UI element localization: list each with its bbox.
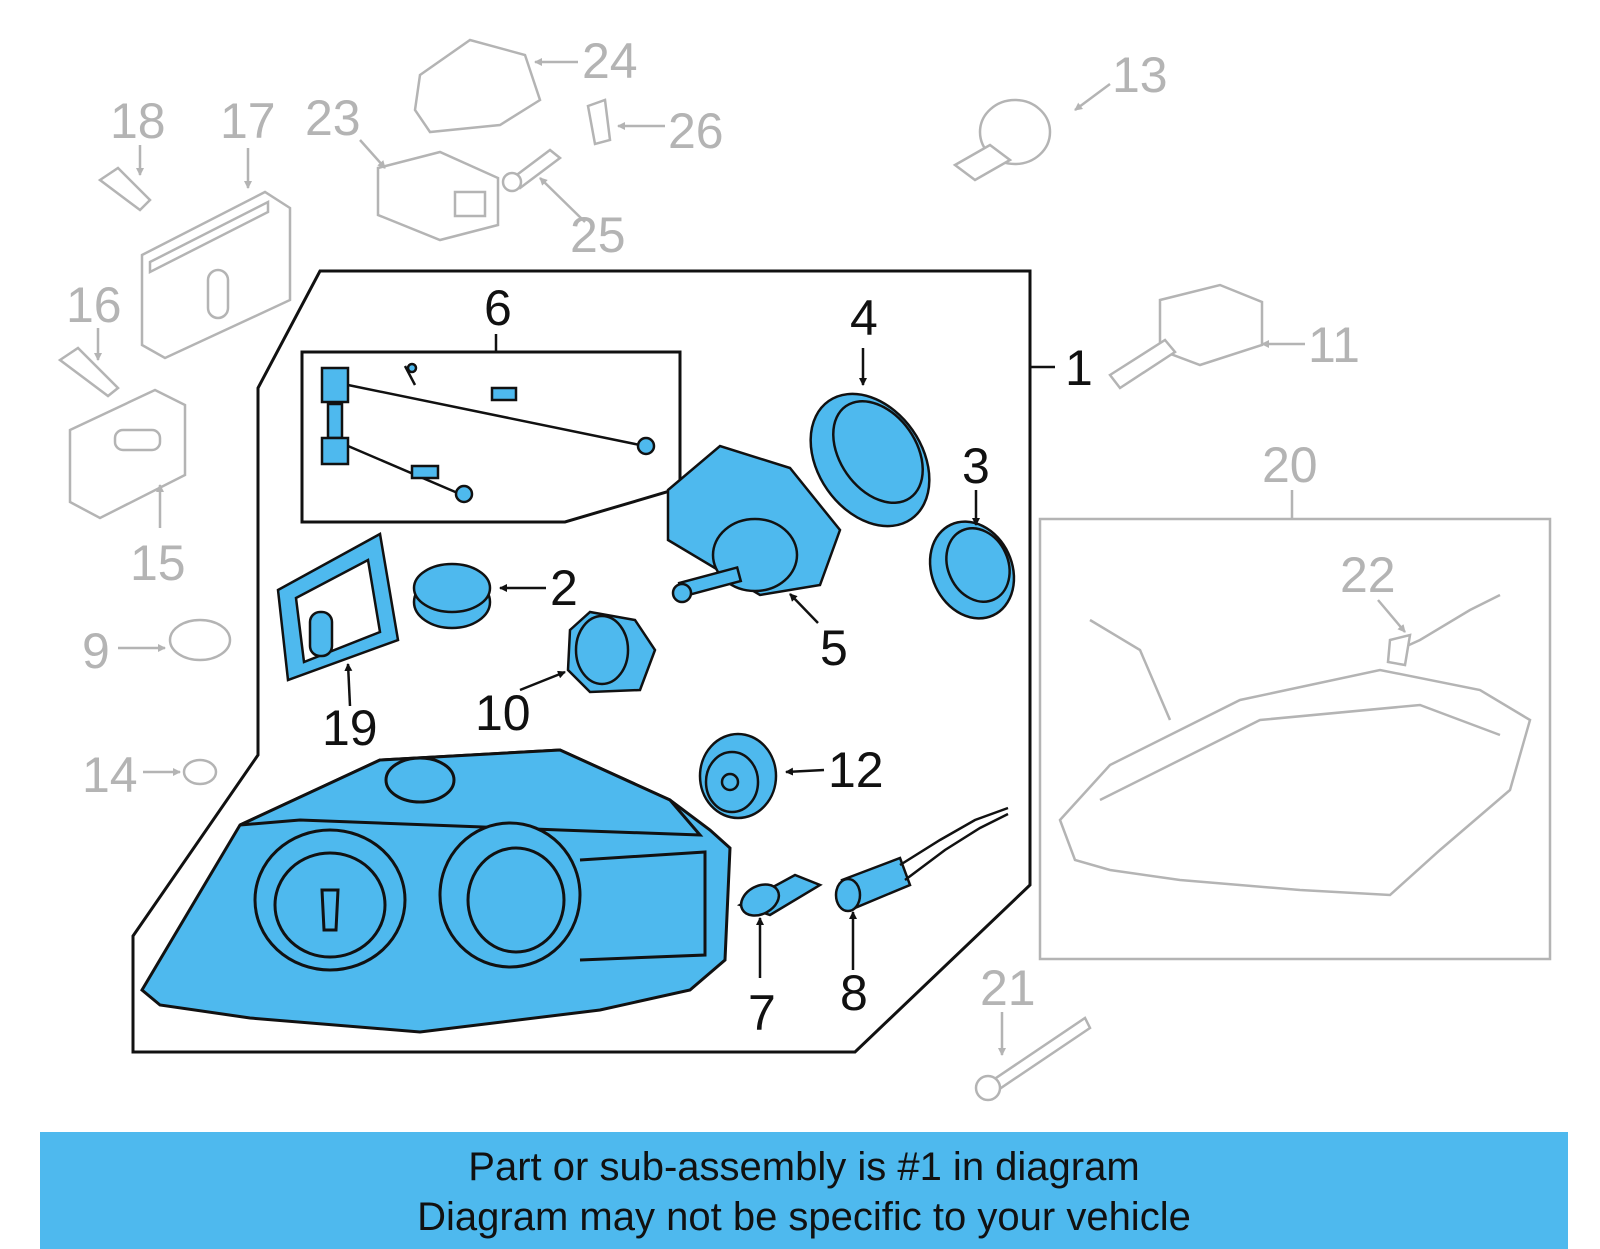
callout-17: 17 [220, 93, 276, 149]
callout-23: 23 [305, 90, 361, 146]
callout-22: 22 [1340, 547, 1396, 603]
callout-19: 19 [322, 700, 378, 756]
callout-21: 21 [980, 960, 1036, 1016]
callout-9: 9 [82, 623, 110, 679]
callout-8: 8 [840, 965, 868, 1021]
callout-5: 5 [820, 620, 848, 676]
ballast-frame-19 [276, 532, 400, 682]
callout-10: 10 [475, 685, 531, 741]
dust-cap-4 [809, 392, 931, 528]
callout-18: 18 [110, 93, 166, 149]
callout-12: 12 [828, 742, 884, 798]
callout-15: 15 [130, 535, 186, 591]
grommet-2 [412, 562, 492, 630]
callout-14: 14 [82, 747, 138, 803]
callout-7: 7 [748, 985, 776, 1041]
callout-16: 16 [66, 277, 122, 333]
disclaimer-banner: Part or sub-assembly is #1 in diagram Di… [40, 1132, 1568, 1249]
callout-2: 2 [550, 560, 578, 616]
bulb-socket-10 [566, 610, 657, 694]
callout-4: 4 [850, 290, 878, 346]
callout-20: 20 [1262, 437, 1318, 493]
banner-line-1: Part or sub-assembly is #1 in diagram [468, 1145, 1140, 1189]
callout-1: 1 [1065, 340, 1093, 396]
subassembly-box-6 [300, 350, 682, 524]
leveling-motor-5 [666, 444, 842, 604]
dust-cap-3 [928, 520, 1016, 620]
parts-diagram: 1 2 3 4 5 6 7 8 10 12 19 9 11 13 14 15 1… [57, 33, 1552, 1102]
callout-3: 3 [962, 438, 990, 494]
bulb-7 [736, 873, 823, 917]
callout-26: 26 [668, 103, 724, 159]
wire-socket-8 [834, 806, 1009, 913]
callout-6: 6 [484, 280, 512, 336]
callout-24: 24 [582, 33, 638, 89]
inactive-parts [57, 38, 1552, 1102]
banner-line-2: Diagram may not be specific to your vehi… [417, 1195, 1191, 1239]
callout-25: 25 [570, 207, 626, 263]
callout-11: 11 [1308, 317, 1360, 373]
callout-13: 13 [1112, 47, 1168, 103]
headlamp-housing [140, 748, 732, 1034]
bulb-holder-12 [698, 732, 778, 820]
leveling-rod-part [320, 362, 656, 504]
